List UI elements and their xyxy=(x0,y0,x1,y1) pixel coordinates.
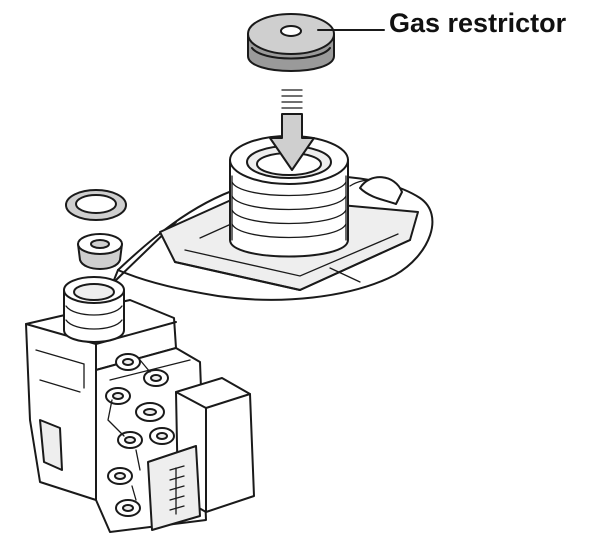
gas-valve-body xyxy=(25,276,255,533)
washer-insert xyxy=(77,233,123,270)
plate-boss xyxy=(359,176,403,205)
restrictor-orifice xyxy=(280,25,302,37)
o-ring-seal xyxy=(65,189,127,221)
valve-ports xyxy=(105,353,175,517)
magnifier-leader-lower xyxy=(113,269,119,281)
insertion-arrow xyxy=(269,89,315,171)
arrow-down-icon xyxy=(269,113,315,171)
gas-restrictor-label: Gas restrictor xyxy=(389,8,567,38)
connector-plug xyxy=(147,445,201,531)
electrical-connector xyxy=(147,377,255,531)
detail-magnifier-bubble xyxy=(113,135,434,301)
gas-restrictor-part xyxy=(247,13,335,72)
valve-inlet-fitting xyxy=(63,289,125,343)
